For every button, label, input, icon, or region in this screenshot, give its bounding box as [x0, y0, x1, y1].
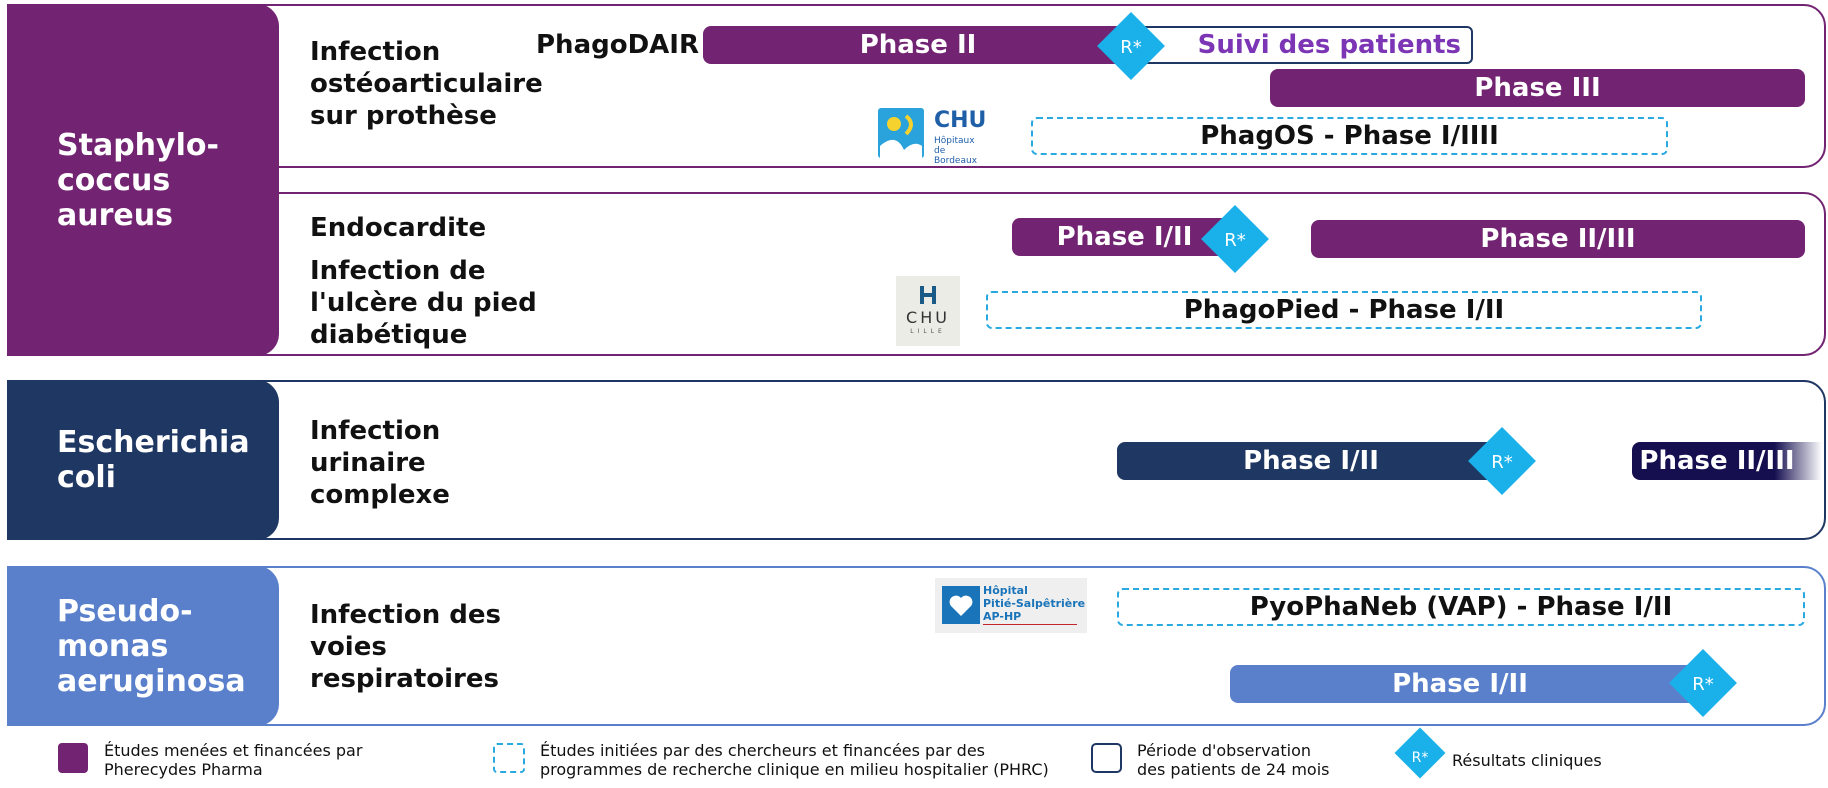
phagos-dashed-bar: PhagOS - Phase I/IIII — [1031, 117, 1668, 155]
pitie-logo: Hôpital Pitié-Salpêtrière AP-HP — [935, 578, 1087, 633]
osteo-results-label: R* — [1120, 36, 1142, 58]
chu-lille-emblem-icon — [920, 286, 936, 304]
ecoli-results-label: R* — [1491, 451, 1513, 473]
trial-phagodair-label: PhagoDAIR — [536, 30, 699, 60]
pitie-underline — [983, 624, 1077, 625]
chu-bordeaux-emblem-icon — [878, 108, 924, 158]
legend-observation-swatch — [1091, 743, 1122, 773]
pseudo-results-label: R* — [1692, 673, 1714, 695]
indication-endo: Endocardite — [310, 213, 487, 243]
pitie-line3: AP-HP — [983, 610, 1022, 623]
pathogen-pseudo: Pseudo- monas aeruginosa — [7, 566, 279, 726]
pseudo-phase12-bar: Phase I/II — [1230, 665, 1690, 703]
endo-phase12-bar: Phase I/II — [1012, 218, 1237, 256]
chu-lille-title: CHU — [906, 308, 950, 327]
pathogen-ecoli: Escherichia coli — [7, 380, 279, 540]
chu-lille-subtitle: LILLE — [910, 328, 946, 335]
osteo-phase3-bar: Phase III — [1270, 69, 1805, 107]
legend-phrc-swatch — [493, 743, 525, 773]
pathogen-staph: Staphylo- coccus aureus — [7, 4, 279, 356]
ecoli-frame — [230, 380, 1826, 540]
chu-bordeaux-subtitle: Hôpitaux de Bordeaux — [934, 136, 978, 166]
legend-phrc-text: Études initiées par des chercheurs et fi… — [540, 741, 1049, 779]
indication-urinary: Infection urinaire complexe — [310, 416, 450, 510]
legend-sponsored-swatch — [58, 743, 88, 773]
ecoli-phase12-bar: Phase I/II — [1117, 442, 1505, 480]
pyophaneb-dashed-bar: PyoPhaNeb (VAP) - Phase I/II — [1117, 588, 1805, 626]
legend-results-text: Résultats cliniques — [1452, 751, 1602, 770]
indication-foot: Infection de l'ulcère du pied diabétique — [310, 256, 537, 350]
indication-resp: Infection des voies respiratoires — [310, 600, 502, 694]
pitie-heart-icon — [942, 586, 980, 624]
chu-lille-logo: CHU LILLE — [896, 276, 960, 346]
legend-observation-text: Période d'observation des patients de 24… — [1137, 741, 1330, 779]
chu-bordeaux-logo: CHU Hôpitaux de Bordeaux — [876, 106, 986, 166]
chu-bordeaux-title: CHU — [934, 108, 987, 133]
pitie-line1: Hôpital — [983, 584, 1028, 597]
phagopied-dashed-bar: PhagoPied - Phase I/II — [986, 291, 1702, 329]
indication-osteo: Infection ostéoarticulaire sur prothèse — [310, 37, 543, 131]
legend-sponsored-text: Études menées et financées par Pherecyde… — [104, 741, 363, 779]
pitie-line2: Pitié-Salpêtrière — [983, 597, 1086, 610]
endo-results-label: R* — [1224, 229, 1246, 251]
osteo-phase2-bar: Phase II — [703, 26, 1133, 64]
legend-results-marker: R* — [1411, 750, 1429, 766]
osteo-followup-box: Suivi des patients — [1133, 26, 1473, 64]
ecoli-phase23-bar: Phase II/III — [1632, 442, 1822, 480]
endo-phase23-bar: Phase II/III — [1311, 220, 1805, 258]
